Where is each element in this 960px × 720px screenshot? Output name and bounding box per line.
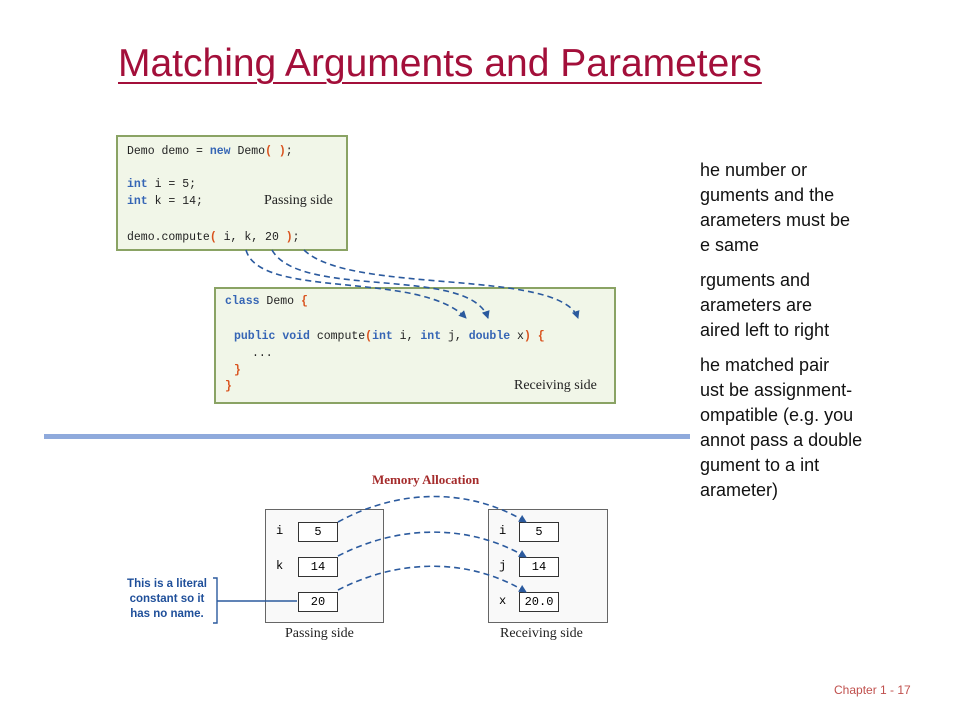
code-line: demo.compute( i, k, 20 ); — [127, 231, 300, 244]
bullet-line: ust be assignment- — [700, 380, 853, 400]
literal-note: This is a literal constant so it has no … — [118, 577, 216, 622]
memory-cell-literal: 20 — [298, 592, 338, 612]
code-line: Demo demo = new Demo( ); — [127, 145, 293, 158]
code-paren: ( — [365, 330, 373, 343]
code-text: i, — [392, 330, 421, 343]
memory-arrow-20 — [337, 565, 527, 593]
memory-cell: 20.0 — [519, 592, 559, 612]
code-keyword: void — [282, 330, 310, 343]
arrow-k-to-j — [271, 249, 490, 319]
passing-code-box: Demo demo = new Demo( ); int i = 5; int … — [116, 135, 348, 251]
code-text: x — [510, 330, 524, 343]
code-text: Demo — [230, 145, 266, 158]
code-keyword: int — [420, 330, 442, 343]
var-name: k — [276, 559, 284, 573]
note-bracket — [213, 577, 218, 624]
code-text: j, — [441, 330, 469, 343]
code-keyword: int — [127, 195, 148, 208]
code-keyword: double — [468, 330, 511, 343]
memory-cell: 14 — [298, 557, 338, 577]
receiving-memory-label: Receiving side — [500, 626, 583, 641]
page-title: Matching Arguments and Parameters — [118, 42, 762, 85]
var-name: i — [499, 524, 507, 538]
code-text: i, k, 20 — [216, 231, 286, 244]
code-line: } — [234, 364, 241, 377]
code-text: demo.compute — [127, 231, 210, 244]
code-line: } — [225, 380, 232, 393]
code-keyword: class — [225, 295, 260, 308]
code-text: compute — [309, 330, 366, 343]
passing-side-label: Passing side — [264, 193, 333, 208]
passing-memory-label: Passing side — [285, 626, 354, 641]
memory-cell: 5 — [519, 522, 559, 542]
memory-arrow-i — [337, 495, 527, 523]
bullet-item: rguments and arameters are aired left to… — [700, 268, 950, 343]
bullet-line: annot pass a double — [700, 430, 863, 450]
memory-cell: 5 — [298, 522, 338, 542]
bullet-line: e same — [700, 235, 760, 255]
code-line: ... — [252, 347, 273, 360]
code-paren: { — [537, 330, 545, 343]
note-line: constant so it — [129, 593, 205, 605]
bullet-list: he number or guments and the arameters m… — [700, 158, 950, 513]
code-text: Demo — [259, 295, 301, 308]
bullet-line: ompatible (e.g. you — [700, 405, 854, 425]
receiving-side-label: Receiving side — [514, 378, 597, 393]
code-text: ; — [285, 145, 293, 158]
bullet-line: he matched pair — [700, 355, 830, 375]
bullet-line: arameters are — [700, 295, 813, 315]
code-line: int k = 14; — [127, 195, 203, 208]
code-paren: ) — [523, 330, 531, 343]
bullet-line: aired left to right — [700, 320, 830, 340]
code-text: ; — [292, 231, 300, 244]
var-name: i — [276, 524, 284, 538]
receiving-code-box: class Demo { public void compute(int i, … — [214, 287, 616, 404]
bullet-line: gument to a int — [700, 455, 820, 475]
code-keyword: public — [234, 330, 276, 343]
memory-allocation-title: Memory Allocation — [372, 472, 480, 487]
bullet-item: he matched pair ust be assignment- ompat… — [700, 353, 950, 503]
bullet-line: rguments and — [700, 270, 811, 290]
horizontal-divider — [44, 434, 690, 439]
code-keyword: new — [209, 145, 231, 158]
bullet-line: guments and the — [700, 185, 835, 205]
bullet-item: he number or guments and the arameters m… — [700, 158, 950, 258]
code-text: Demo demo = — [127, 145, 210, 158]
memory-cell: 14 — [519, 557, 559, 577]
var-name: x — [499, 594, 507, 608]
code-line: class Demo { — [225, 295, 308, 308]
receiving-memory-box: i 5 j 14 x 20.0 — [488, 509, 608, 623]
code-keyword: int — [372, 330, 393, 343]
note-line: This is a literal — [127, 578, 207, 590]
code-paren: ( — [209, 231, 217, 244]
bullet-line: arameters must be — [700, 210, 851, 230]
code-paren: { — [300, 295, 308, 308]
memory-arrow-k — [337, 531, 527, 558]
arrow-20-to-x — [303, 249, 580, 319]
code-text: k = 14; — [147, 195, 203, 208]
var-name: j — [499, 559, 507, 573]
footer-page-number: Chapter 1 - 17 — [834, 683, 911, 697]
code-keyword: int — [127, 178, 148, 191]
code-paren: ) — [285, 231, 293, 244]
bullet-line: he number or — [700, 160, 808, 180]
bullet-line: arameter) — [700, 480, 779, 500]
note-line: has no name. — [130, 608, 204, 620]
code-line: public void compute(int i, int j, double… — [234, 330, 545, 343]
code-line: int i = 5; — [127, 178, 196, 191]
passing-memory-box: i 5 k 14 20 — [265, 509, 384, 623]
arrow-i-to-i — [245, 249, 467, 319]
code-paren: ( ) — [265, 145, 286, 158]
code-text: i = 5; — [147, 178, 197, 191]
